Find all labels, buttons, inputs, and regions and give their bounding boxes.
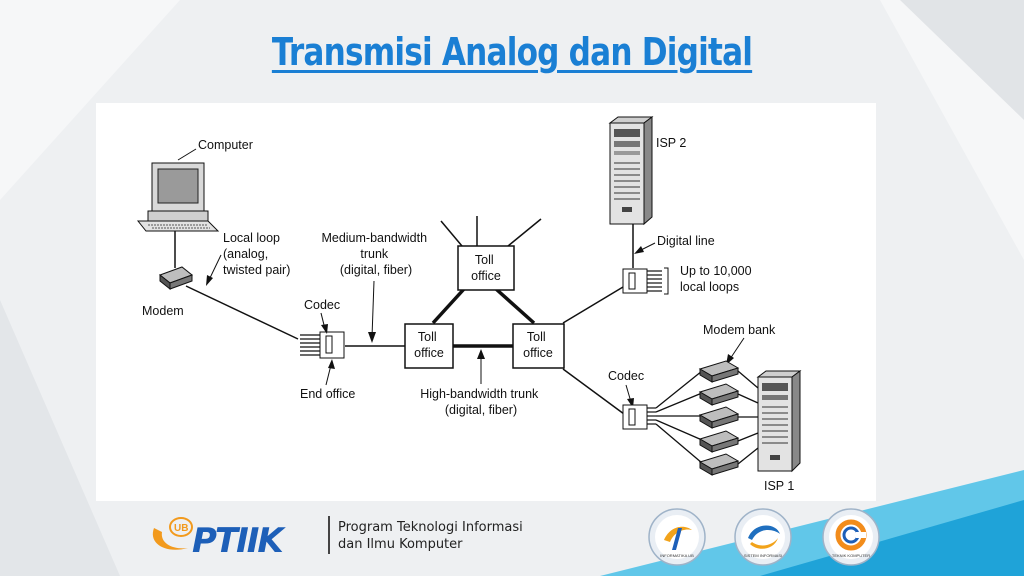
ptiik-logo-text: PTIIK bbox=[192, 521, 286, 560]
codec-isp2-icon bbox=[622, 267, 669, 295]
network-diagram-panel: Computer Modem Local loop (analog, twist… bbox=[96, 103, 876, 501]
toll-top-uplink-1 bbox=[440, 220, 463, 247]
toll-office-right: Toll office bbox=[512, 323, 565, 369]
svg-text:Toll office: Toll office bbox=[523, 330, 553, 360]
high-trunk-label: High-bandwidth trunk (digital, fiber) bbox=[420, 387, 542, 417]
medium-trunk-pointer bbox=[371, 280, 375, 338]
modem-bank-pointer bbox=[729, 337, 745, 360]
isp2-label: ISP 2 bbox=[656, 136, 686, 150]
toll-office-left: Toll office bbox=[404, 323, 454, 369]
toll-office-top: Toll office bbox=[457, 245, 515, 291]
modem-icon bbox=[158, 266, 194, 291]
slide-title: Transmisi Analog dan Digital bbox=[271, 30, 753, 74]
toll-right-codec-link bbox=[562, 368, 625, 415]
network-diagram: Computer Modem Local loop (analog, twist… bbox=[136, 116, 802, 493]
isp1-links bbox=[737, 370, 759, 465]
end-office-pointer bbox=[325, 364, 332, 386]
svg-text:TEKNIK KOMPUTER: TEKNIK KOMPUTER bbox=[832, 553, 870, 558]
toll-top-right-trunk bbox=[494, 287, 536, 325]
modem-bank-label: Modem bank bbox=[703, 323, 776, 337]
modem-label: Modem bbox=[142, 304, 184, 318]
local-loop-link bbox=[185, 285, 299, 340]
informatika-badge-icon: INFORMATIKA UB bbox=[648, 508, 706, 566]
teknik-komputer-badge-icon: TEKNIK KOMPUTER bbox=[822, 508, 880, 566]
isp2-server-icon bbox=[608, 116, 654, 226]
isp1-label: ISP 1 bbox=[764, 479, 794, 493]
logo-separator bbox=[328, 516, 330, 554]
local-loop-pointer bbox=[208, 254, 222, 281]
codec-right-icon bbox=[622, 404, 656, 430]
local-loops-label: Up to 10,000 local loops bbox=[680, 264, 755, 294]
computer-icon bbox=[136, 162, 220, 232]
computer-label: Computer bbox=[198, 138, 253, 152]
local-loop-label: Local loop (analog, twisted pair) bbox=[223, 231, 290, 277]
toll-right-isp2-link bbox=[562, 286, 624, 324]
ub-swoosh-icon bbox=[152, 528, 188, 550]
codec-right-label: Codec bbox=[608, 369, 644, 383]
digital-line-label: Digital line bbox=[657, 234, 715, 248]
svg-text:SISTEM INFORMASI: SISTEM INFORMASI bbox=[744, 553, 782, 558]
end-office-label: End office bbox=[300, 387, 355, 401]
program-name: Program Teknologi Informasi dan Ilmu Kom… bbox=[338, 520, 523, 552]
codec-left-icon bbox=[300, 331, 345, 359]
isp1-server-icon bbox=[756, 370, 802, 473]
toll-top-uplink-3 bbox=[507, 218, 542, 247]
sistem-informasi-badge-icon: SISTEM INFORMASI bbox=[734, 508, 792, 566]
svg-text:INFORMATIKA UB: INFORMATIKA UB bbox=[660, 553, 694, 558]
svg-text:Toll office: Toll office bbox=[414, 330, 444, 360]
toll-top-left-trunk bbox=[431, 287, 466, 325]
modem-bank-icon bbox=[698, 360, 740, 476]
computer-pointer bbox=[177, 148, 197, 161]
modem-bank-links bbox=[655, 370, 703, 464]
ptiik-logo: UB PTIIK bbox=[152, 517, 288, 560]
codec-left-label: Codec bbox=[304, 298, 340, 312]
medium-trunk-label: Medium-bandwidth trunk (digital, fiber) bbox=[321, 231, 430, 277]
svg-text:Toll office: Toll office bbox=[471, 253, 501, 283]
ptiik-ub-text: UB bbox=[174, 523, 188, 534]
